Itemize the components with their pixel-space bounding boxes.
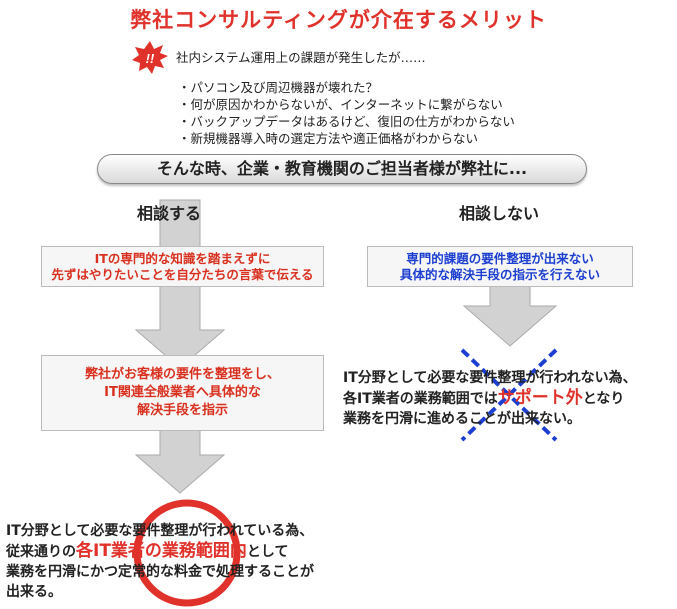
consult-step2-line: IT関連全般業者へ具体的な xyxy=(104,385,261,400)
result-line: 業務を円滑に進めることが出来ない。 xyxy=(343,411,581,427)
problem-item: パソコン及び周辺機器が壊れた？ xyxy=(178,79,515,96)
result-line: 出来る。 xyxy=(6,584,62,600)
exclamation-burst-icon: !! xyxy=(132,41,168,74)
result-line: IT分野として必要な要件整理が行われない為、 xyxy=(343,370,637,386)
result-line: IT分野として必要な要件整理が行われている為、 xyxy=(6,523,314,539)
svg-text:!!: !! xyxy=(146,51,155,66)
result-line: 各IT業者の業務範囲ではサポート外となり xyxy=(343,388,625,408)
scenario-banner: そんな時、企業・教育機関のご担当者様が弊社に... xyxy=(97,154,587,184)
scope-inside-highlight: 各IT業者の業務範囲内 xyxy=(76,541,247,561)
consult-step2-box: 弊社がお客様の要件を整理をし、 IT関連全般業者へ具体的な 解決手段を指示 xyxy=(41,355,324,431)
consult-step2-line: 弊社がお客様の要件を整理をし、 xyxy=(84,367,280,382)
arrow-no-consult xyxy=(462,277,558,347)
arrow-consult-2 xyxy=(134,424,226,494)
no-consult-heading: 相談しない xyxy=(459,204,540,223)
consult-step1-box: ITの専門的な知識を踏まえずに 先ずはやりたいことを自分たちの言葉で伝える xyxy=(41,246,324,287)
page-title: 弊社コンサルティングが介在するメリット xyxy=(130,8,547,32)
no-consult-step1-line: 専門的課題の要件整理が出来ない xyxy=(406,250,594,266)
consult-result: IT分野として必要な要件整理が行われている為、 従来通りの各IT業者の業務範囲内… xyxy=(6,521,366,602)
problem-item: 何が原因かわからないが、インターネットに繋がらない xyxy=(178,96,515,113)
consult-step1-line: ITの専門的な知識を踏まえずに xyxy=(94,250,271,266)
result-line: 業務を円滑にかつ定常的な料金で処理することが xyxy=(6,564,314,580)
no-consult-step1-box: 専門的課題の要件整理が出来ない 具体的な解決手段の指示を行えない xyxy=(367,246,633,287)
no-consult-result: IT分野として必要な要件整理が行われない為、 各IT業者の業務範囲ではサポート外… xyxy=(343,368,677,429)
red-circle-mark xyxy=(133,499,241,607)
consult-heading: 相談する xyxy=(137,204,202,223)
blue-cross-mark xyxy=(460,348,558,442)
problem-list: パソコン及び周辺機器が壊れた？ 何が原因かわからないが、インターネットに繋がらな… xyxy=(178,79,515,147)
support-outside-highlight: サポート外 xyxy=(497,388,583,408)
problem-item: 新規機器導入時の選定方法や適正価格がわからない xyxy=(178,130,515,147)
consult-step2-line: 解決手段を指示 xyxy=(136,403,228,418)
consult-step1-line: 先ずはやりたいことを自分たちの言葉で伝える xyxy=(51,266,314,282)
result-line: 従来通りの各IT業者の業務範囲内として xyxy=(6,541,289,561)
no-consult-step1-line: 具体的な解決手段の指示を行えない xyxy=(399,266,600,282)
problem-item: バックアップデータはあるけど、復旧の仕方がわからない xyxy=(178,113,515,130)
intro-text: 社内システム運用上の課題が発生したが…… xyxy=(176,50,426,65)
